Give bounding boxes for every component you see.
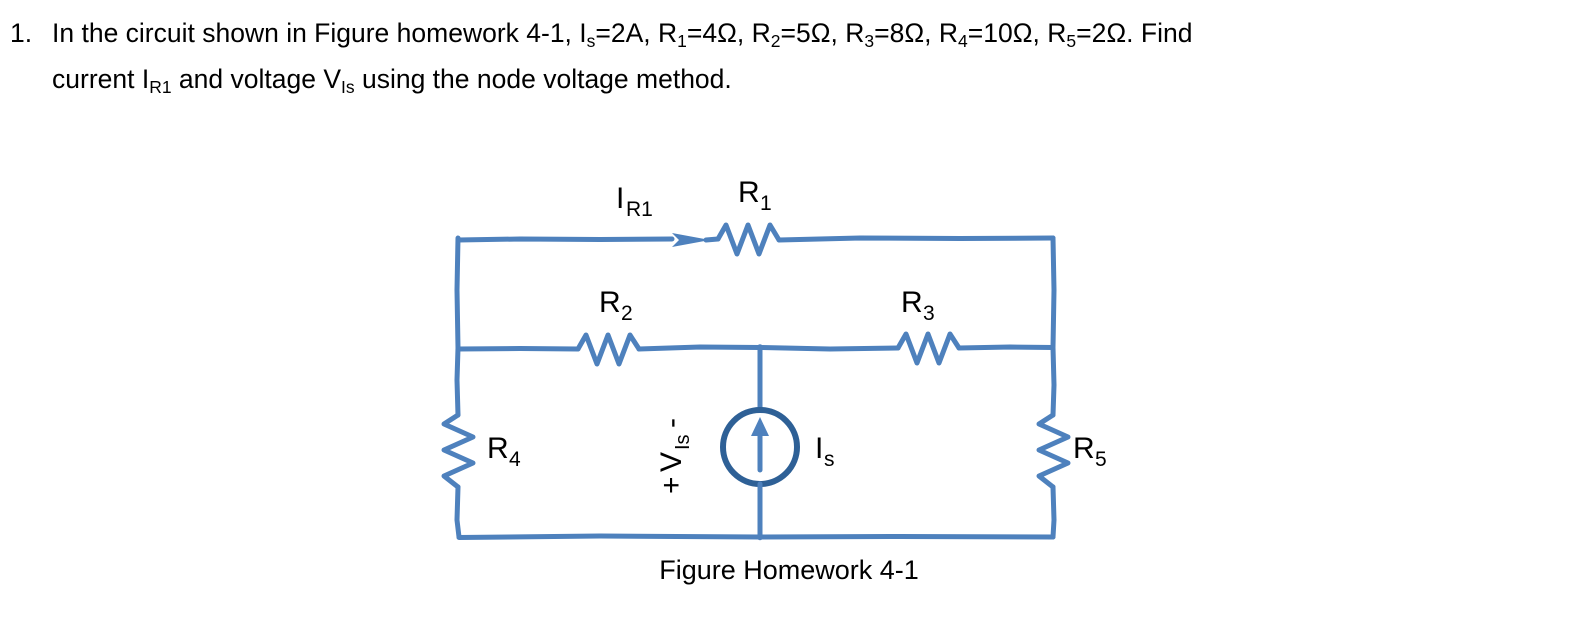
wire-r1-to-right xyxy=(776,235,1056,243)
problem-l2-t2: and voltage V xyxy=(171,64,341,94)
problem-l1-t6: =10Ω, R xyxy=(967,18,1067,48)
label-r2-base: R xyxy=(599,286,621,319)
wire-left-rail-lower xyxy=(454,484,462,540)
label-r4-sub: 4 xyxy=(509,448,521,471)
circuit-labels: I R1 R 1 R 2 R 3 R 4 R 5 I s + V Is xyxy=(487,176,1107,494)
wire-top-left xyxy=(455,236,675,243)
problem-l1-s5: 4 xyxy=(958,30,968,51)
wire-bottom-rail xyxy=(456,533,1056,540)
junction-dot-bottom xyxy=(756,533,764,541)
label-r4-base: R xyxy=(487,432,509,465)
label-v-is-sub: Is xyxy=(672,434,694,450)
circuit-wires xyxy=(441,222,1071,541)
problem-statement: 1. In the circuit shown in Figure homewo… xyxy=(0,0,1588,102)
label-v-is-plus: + xyxy=(655,476,688,494)
label-r1-base: R xyxy=(738,176,760,209)
problem-l1-t1: In the circuit shown in Figure homework … xyxy=(52,18,587,48)
problem-l1-s1: s xyxy=(586,30,596,51)
label-v-is-group: + V Is - xyxy=(655,418,694,494)
wire-left-rail-mid xyxy=(454,345,461,418)
problem-l2-s1: R1 xyxy=(149,76,172,97)
label-is-base: I xyxy=(815,432,823,465)
problem-row: 1. In the circuit shown in Figure homewo… xyxy=(0,10,1588,102)
figure-caption-text: Figure Homework 4-1 xyxy=(659,555,919,585)
wire-left-rail-upper xyxy=(454,235,461,351)
current-source-arrow-head xyxy=(751,417,769,436)
problem-l1-s6: 5 xyxy=(1066,30,1077,51)
label-r1-sub: 1 xyxy=(760,192,772,215)
label-r5-sub: 5 xyxy=(1095,448,1107,471)
label-r3-sub: 3 xyxy=(923,302,935,325)
wire-right-rail-mid xyxy=(1050,345,1057,418)
label-v-is-minus: - xyxy=(655,418,688,428)
problem-l1-s2: 1 xyxy=(677,30,687,51)
label-r5-base: R xyxy=(1073,432,1095,465)
resistor-r3 xyxy=(895,331,962,366)
problem-line-2: current IR1 and voltage VIs using the no… xyxy=(52,56,1472,102)
wire-right-rail-upper xyxy=(1050,235,1057,350)
junction-dot-mid xyxy=(756,344,764,351)
circuit-diagram: I R1 R 1 R 2 R 3 R 4 R 5 I s + V Is xyxy=(441,176,1107,541)
label-r2-sub: 2 xyxy=(621,302,633,325)
resistor-r2 xyxy=(575,332,642,367)
resistor-r1 xyxy=(715,222,782,257)
problem-l1-s3: 2 xyxy=(770,30,781,51)
wire-r3-to-right xyxy=(956,344,1056,351)
wire-mid-left xyxy=(455,346,581,352)
resistor-r5 xyxy=(1036,412,1071,490)
label-v-is-base: V xyxy=(655,452,688,472)
problem-text: In the circuit shown in Figure homework … xyxy=(52,10,1472,102)
problem-l1-t5: =8Ω, R xyxy=(874,18,959,48)
problem-l2-t1: current I xyxy=(52,64,150,94)
problem-l1-s4: 3 xyxy=(864,30,875,51)
wire-r2-to-node xyxy=(636,344,763,352)
label-ir1-sub: R1 xyxy=(626,198,653,221)
wire-node-to-r3 xyxy=(757,345,901,352)
problem-line-1: In the circuit shown in Figure homework … xyxy=(52,10,1472,56)
current-arrow-ir1 xyxy=(672,233,710,247)
problem-l1-t3: =4Ω, R xyxy=(686,18,771,48)
wire-right-rail-lower xyxy=(1050,484,1057,540)
figure-caption: Figure Homework 4-1 xyxy=(0,555,1588,586)
problem-l1-t2: =2A, R xyxy=(595,18,678,48)
problem-l1-t7: =2Ω. Find xyxy=(1076,18,1193,48)
problem-l1-t4: =5Ω, R xyxy=(780,18,865,48)
label-r3-base: R xyxy=(901,286,923,319)
circuit-figure: I R1 R 1 R 2 R 3 R 4 R 5 I s + V Is xyxy=(0,130,1588,638)
problem-l2-t3: using the node voltage method. xyxy=(354,64,732,94)
resistor-r4 xyxy=(441,412,476,490)
problem-number: 1. xyxy=(10,18,33,48)
problem-l2-s2: Is xyxy=(341,76,355,97)
label-ir1-base: I xyxy=(616,182,624,215)
label-is-sub: s xyxy=(824,448,835,471)
